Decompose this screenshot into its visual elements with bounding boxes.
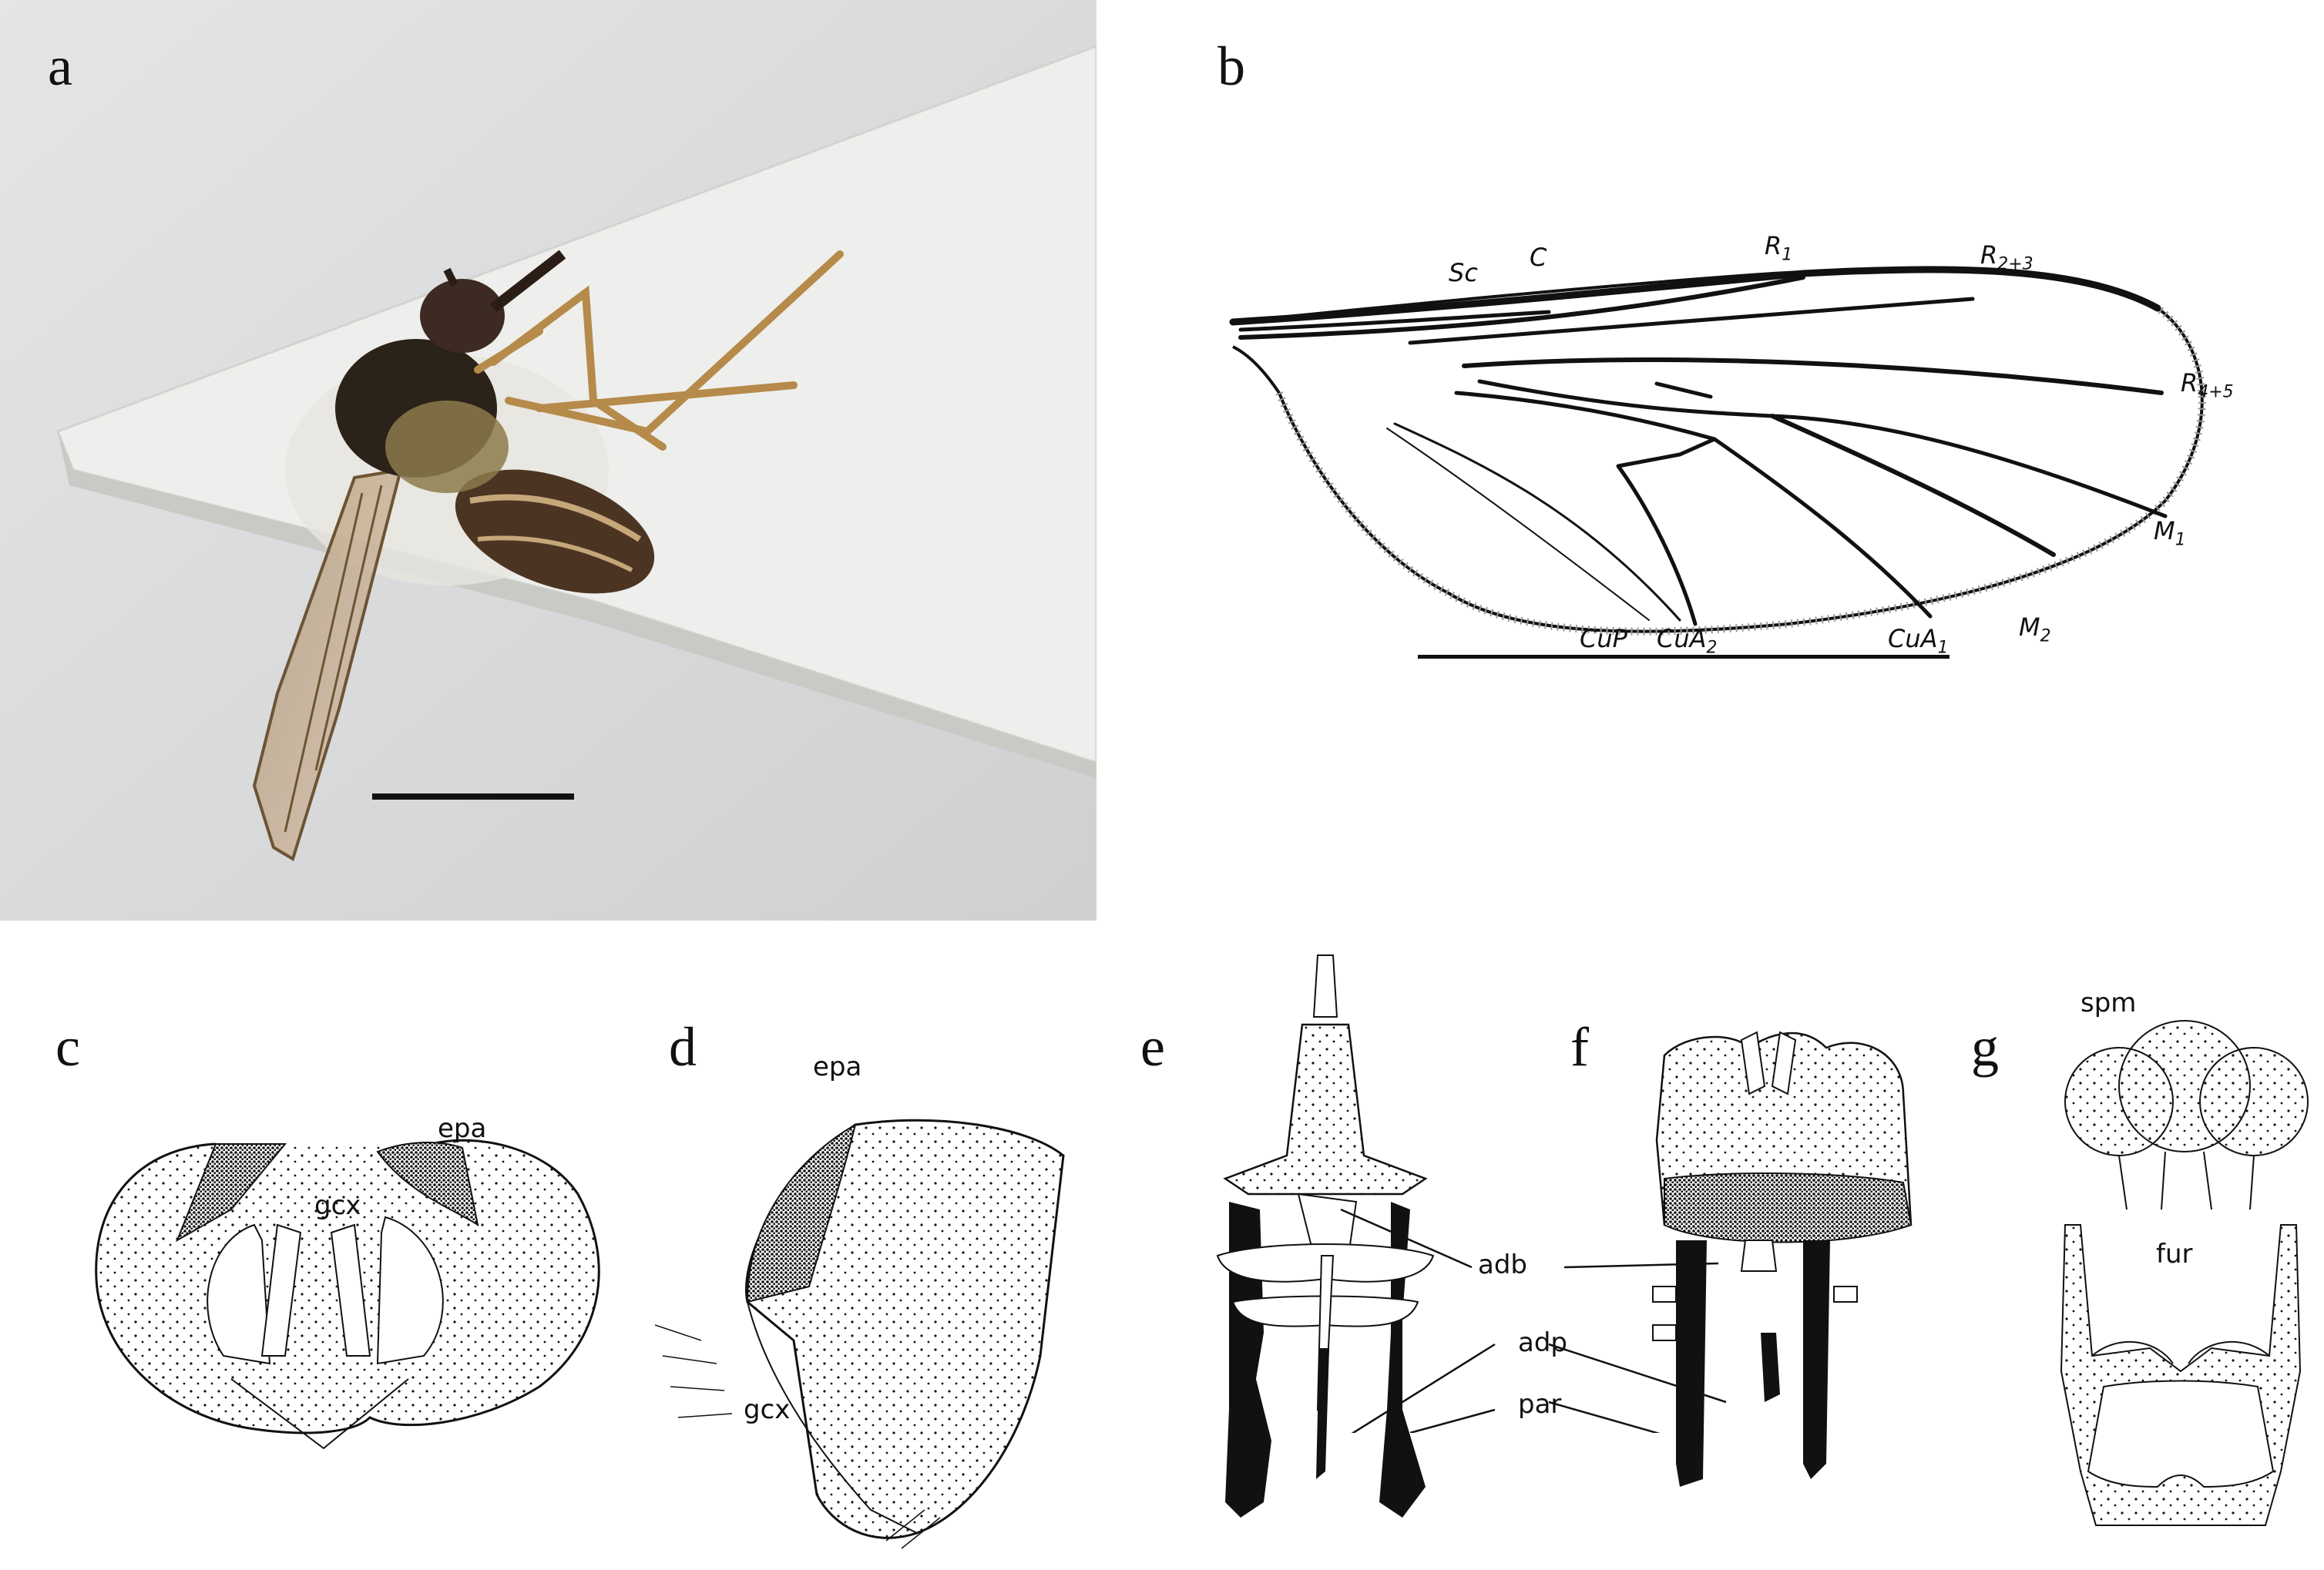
furca-drawing [2060,1224,2302,1526]
vein-cua1 [1712,437,1933,619]
label-d-gcx: gcx [744,1394,791,1425]
vein-sc [1238,310,1551,332]
vein-c [1229,266,2161,326]
wing-venation-drawing [1229,266,2206,659]
vein-cua2 [1616,437,1717,626]
vein-m-base [1454,391,1717,441]
scale-bar [372,793,574,800]
panel-label-e: e [1140,1016,1165,1078]
genitalia-drawing-c [95,1139,600,1450]
genitalia-drawing-d [655,1119,1065,1549]
spermathecae-drawing [2064,1020,2309,1210]
vein-label-m2: M2 [2019,612,2051,646]
panel-label-g: g [1971,1016,1999,1078]
vein-rm [1654,381,1713,399]
label-c-gcx: gcx [314,1190,361,1221]
vein-r23 [1408,297,1975,345]
vein-r1 [1238,275,1805,340]
vein-label-r1: R1 [1765,231,1793,265]
vein-cup [1393,422,1681,622]
fly-head [420,279,505,353]
panel-label-a: a [48,35,72,97]
vein-label-r23: R2+3 [1980,240,2034,274]
vein-label-cua1: CuA1 [1888,624,1949,658]
vein-label-cua2: CuA2 [1657,624,1718,658]
leader-lines-ef [1340,1208,1727,1433]
label-d-epa: epa [813,1052,862,1082]
label-f-par: par [1518,1389,1562,1420]
label-g-fur: fur [2156,1239,2193,1270]
vein-label-c: C [1530,243,1547,272]
fly-legs [474,250,844,451]
panel-label-b: b [1217,35,1245,97]
label-f-adp: adp [1518,1327,1567,1358]
vein-label-sc: Sc [1449,258,1478,287]
fly-abdomen [455,469,655,594]
vein-r45 [1462,357,2164,395]
vein-label-cup: CuP [1580,624,1627,653]
vein-m1 [1477,379,2168,518]
panel-label-c: c [55,1016,80,1078]
fly-wing [252,468,403,862]
panel-label-f: f [1570,1016,1589,1078]
aedeagus-drawing-e [1216,954,1435,1518]
wing-scale-bar [1418,655,1950,659]
vein-label-m1: M1 [2154,516,2186,550]
label-c-epa: epa [438,1113,487,1144]
aedeagus-drawing-f [1652,1031,1913,1487]
panel-a-photo [0,0,1098,921]
label-g-spm: spm [2081,988,2137,1018]
fly-proboscis [489,250,566,313]
specimen-photo [0,0,1098,921]
label-f-adb: adb [1478,1250,1527,1280]
vein-label-r45: R4+5 [2181,368,2234,402]
panel-label-d: d [669,1016,697,1078]
vein-m2 [1770,414,2056,557]
